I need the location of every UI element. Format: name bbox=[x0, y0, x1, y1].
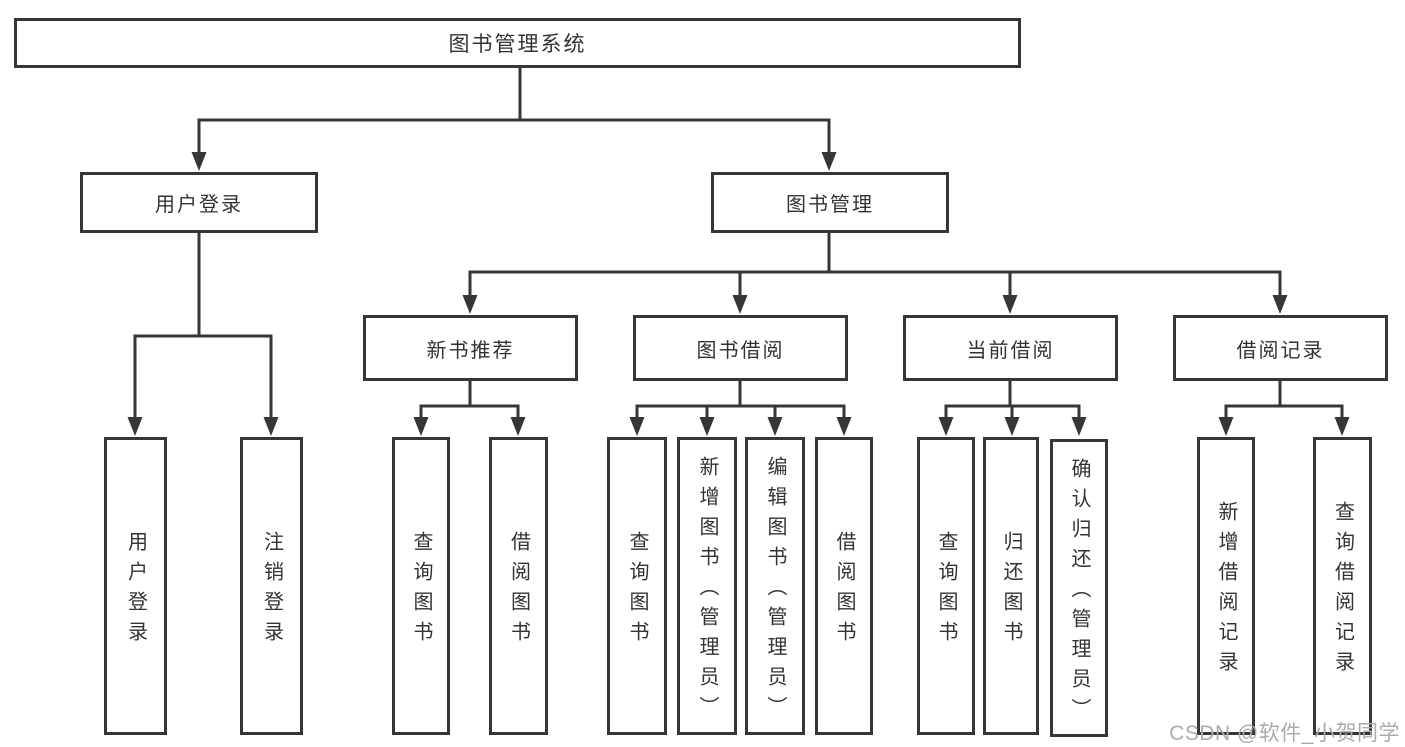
leaf-return-books: 归还图书 bbox=[983, 437, 1039, 735]
node-borrow-records: 借阅记录 bbox=[1173, 315, 1388, 381]
leaf-confirm-return-admin-label: 确认归还（管理员） bbox=[1068, 458, 1090, 728]
node-user-login: 用户登录 bbox=[80, 172, 318, 233]
leaf-add-borrow-record: 新增借阅记录 bbox=[1197, 437, 1255, 735]
leaf-user-login-label: 用户登录 bbox=[124, 531, 147, 651]
node-new-book-recommend: 新书推荐 bbox=[363, 315, 578, 381]
node-book-management-label: 图书管理 bbox=[786, 194, 874, 216]
leaf-borrow-books-label: 借阅图书 bbox=[833, 531, 855, 651]
node-book-borrowing: 图书借阅 bbox=[633, 315, 848, 381]
leaf-add-book-admin: 新增图书（管理员） bbox=[677, 437, 737, 735]
leaf-query-borrow-record-label: 查询借阅记录 bbox=[1331, 501, 1354, 681]
node-current-borrowing: 当前借阅 bbox=[903, 315, 1118, 381]
leaf-user-login: 用户登录 bbox=[104, 437, 167, 735]
leaf-borrow-books: 借阅图书 bbox=[815, 437, 873, 735]
leaf-query-books-recommend-label: 查询图书 bbox=[410, 531, 432, 651]
leaf-confirm-return-admin: 确认归还（管理员） bbox=[1050, 439, 1108, 737]
csdn-watermark: CSDN @软件_小贺同学 bbox=[1169, 722, 1400, 745]
node-user-login-label: 用户登录 bbox=[155, 194, 243, 216]
arrowheads bbox=[127, 152, 1350, 436]
node-book-management: 图书管理 bbox=[711, 172, 949, 233]
node-root: 图书管理系统 bbox=[14, 18, 1021, 68]
node-root-label: 图书管理系统 bbox=[448, 33, 587, 56]
node-book-borrowing-label: 图书借阅 bbox=[696, 339, 785, 362]
leaf-query-borrow-record: 查询借阅记录 bbox=[1313, 437, 1372, 735]
node-borrow-records-label: 借阅记录 bbox=[1236, 339, 1325, 362]
leaf-add-book-admin-label: 新增图书（管理员） bbox=[696, 456, 718, 726]
leaf-query-books-borrow-label: 查询图书 bbox=[626, 531, 648, 651]
leaf-query-books-current: 查询图书 bbox=[917, 437, 975, 735]
leaf-borrow-books-recommend: 借阅图书 bbox=[489, 437, 548, 735]
leaf-return-books-label: 归还图书 bbox=[1000, 531, 1022, 651]
leaf-query-books-borrow: 查询图书 bbox=[607, 437, 667, 735]
leaf-borrow-books-recommend-label: 借阅图书 bbox=[507, 531, 530, 651]
leaf-edit-book-admin-label: 编辑图书（管理员） bbox=[764, 456, 786, 726]
leaf-logout: 注销登录 bbox=[240, 437, 303, 735]
leaf-logout-label: 注销登录 bbox=[260, 531, 283, 651]
leaf-query-books-recommend: 查询图书 bbox=[392, 437, 450, 735]
node-current-borrowing-label: 当前借阅 bbox=[966, 339, 1055, 362]
leaf-add-borrow-record-label: 新增借阅记录 bbox=[1215, 501, 1237, 681]
leaf-edit-book-admin: 编辑图书（管理员） bbox=[745, 437, 805, 735]
node-new-book-recommend-label: 新书推荐 bbox=[426, 339, 515, 362]
leaf-query-books-current-label: 查询图书 bbox=[935, 531, 957, 651]
